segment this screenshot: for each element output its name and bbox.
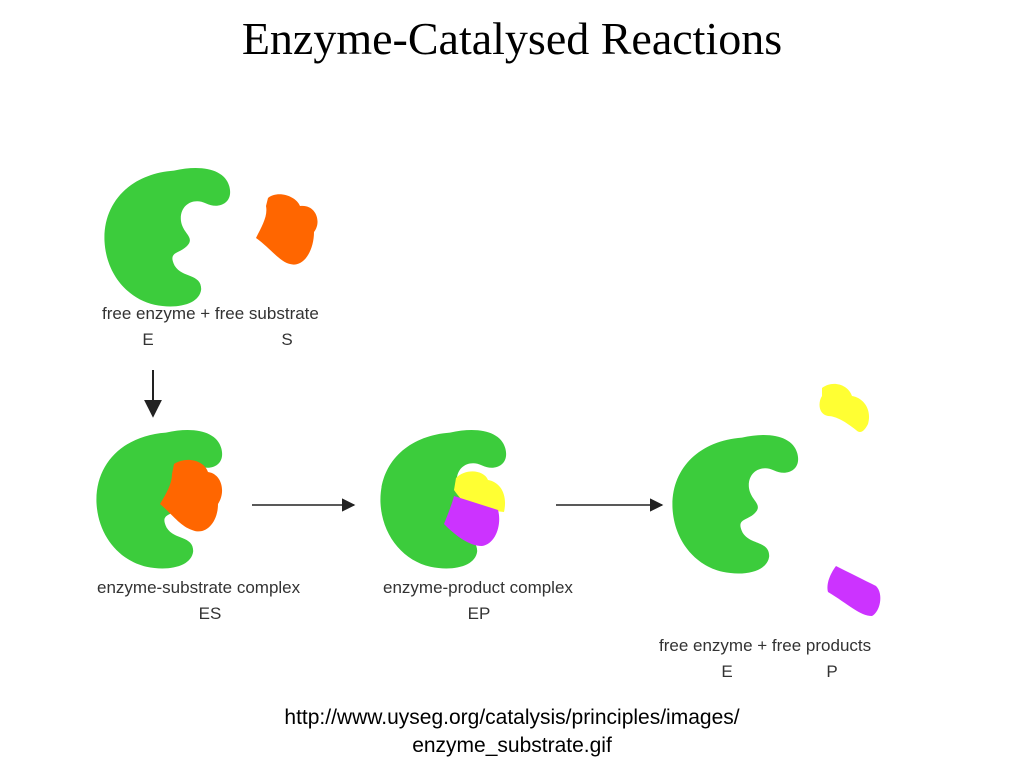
- free-stage-label: free enzyme + free substrate: [102, 304, 319, 323]
- source-url-line1: http://www.uyseg.org/catalysis/principle…: [284, 706, 740, 729]
- free-enzyme-shape: [104, 167, 231, 307]
- free-product-purple-shape: [827, 566, 881, 616]
- products-product-symbol: P: [826, 662, 838, 681]
- free-enzyme-symbol: E: [142, 330, 154, 349]
- free-product-yellow-shape: [819, 383, 870, 432]
- ep-complex-symbol: EP: [467, 604, 491, 623]
- products-enzyme-symbol: E: [721, 662, 733, 681]
- product-free-enzyme-shape: [672, 434, 799, 574]
- es-substrate-shape: [160, 459, 223, 532]
- products-stage-label: free enzyme + free products: [659, 636, 872, 655]
- ep-product-purple-shape: [444, 496, 500, 546]
- ep-complex-label: enzyme-product complex: [383, 578, 573, 597]
- slide-title: Enzyme-Catalysed Reactions: [241, 13, 783, 64]
- source-url: http://www.uyseg.org/catalysis/principle…: [0, 704, 1024, 760]
- source-url-line2: enzyme_substrate.gif: [412, 734, 612, 757]
- free-substrate-symbol: S: [281, 330, 293, 349]
- es-complex-label: enzyme-substrate complex: [97, 578, 301, 597]
- es-complex-symbol: ES: [198, 604, 222, 623]
- free-substrate-shape: [256, 194, 318, 265]
